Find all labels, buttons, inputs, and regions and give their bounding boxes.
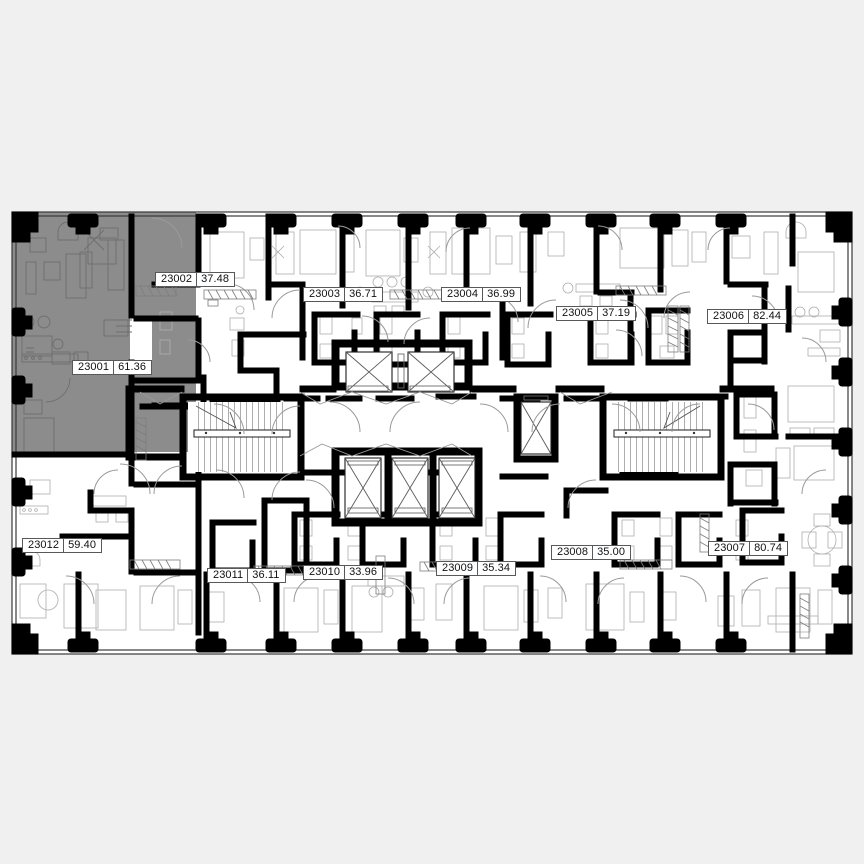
unit-area: 37.48 — [201, 273, 230, 285]
unit-id: 23006 — [713, 310, 745, 322]
label-divider — [63, 539, 65, 552]
unit-area: 36.11 — [252, 569, 280, 581]
label-divider — [482, 288, 484, 301]
unit-id: 23011 — [213, 569, 244, 581]
unit-label-23004[interactable]: 23004 36.99 — [441, 287, 522, 302]
unit-id: 23003 — [309, 288, 341, 300]
label-divider — [247, 569, 249, 582]
unit-label-23010[interactable]: 23010 33.96 — [303, 565, 384, 580]
unit-area: 36.71 — [349, 288, 378, 300]
unit-area: 35.34 — [482, 562, 511, 574]
unit-label-23005[interactable]: 23005 37.19 — [556, 306, 637, 321]
unit-area: 82.44 — [753, 310, 782, 322]
furniture-layer — [19, 221, 843, 633]
central-core — [125, 339, 775, 527]
unit-id: 23009 — [442, 562, 474, 574]
unit-id: 23001 — [78, 361, 110, 373]
core-interior — [139, 351, 716, 519]
label-divider — [592, 546, 594, 559]
unit-id: 23010 — [309, 566, 341, 578]
unit-label-23002[interactable]: 23002 37.48 — [155, 272, 236, 287]
highlighted-unit-furniture — [21, 221, 132, 452]
label-divider — [113, 361, 115, 374]
unit-id: 23002 — [161, 273, 193, 285]
stair-left — [188, 402, 296, 472]
unit-label-23012[interactable]: 23012 59.40 — [22, 538, 103, 553]
unit-id: 23005 — [562, 307, 594, 319]
label-divider — [196, 273, 198, 286]
label-divider — [344, 566, 346, 579]
unit-area: 59.40 — [68, 539, 97, 551]
unit-id: 23004 — [447, 288, 479, 300]
door-swings — [65, 217, 827, 605]
facade-columns-left — [11, 307, 33, 577]
unit-area: 36.99 — [487, 288, 516, 300]
unit-label-23003[interactable]: 23003 36.71 — [303, 287, 384, 302]
unit-label-23007[interactable]: 23007 80.74 — [708, 541, 789, 556]
unit-id: 23007 — [714, 542, 746, 554]
unit-area: 61.36 — [118, 361, 147, 373]
unit-label-23006[interactable]: 23006 82.44 — [707, 309, 788, 324]
partitions-bottom — [75, 571, 796, 653]
facade-columns-right — [831, 297, 853, 595]
unit-id: 23008 — [557, 546, 589, 558]
unit-label-23009[interactable]: 23009 35.34 — [436, 561, 517, 576]
unit-label-23008[interactable]: 23008 35.00 — [551, 545, 632, 560]
unit-area: 35.00 — [597, 546, 626, 558]
unit-area: 37.19 — [602, 307, 631, 319]
label-divider — [344, 288, 346, 301]
stair-right — [608, 402, 716, 472]
unit-area: 33.96 — [349, 566, 378, 578]
partitions-right-upper — [727, 285, 841, 507]
unit-label-23001[interactable]: 23001 61.36 — [72, 360, 153, 375]
label-divider — [749, 542, 751, 555]
unit-area: 80.74 — [754, 542, 783, 554]
label-divider — [748, 310, 750, 323]
label-divider — [597, 307, 599, 320]
unit-id: 23012 — [28, 539, 60, 551]
label-divider — [477, 562, 479, 575]
unit-label-23011[interactable]: 23011 36.11 — [207, 568, 286, 583]
